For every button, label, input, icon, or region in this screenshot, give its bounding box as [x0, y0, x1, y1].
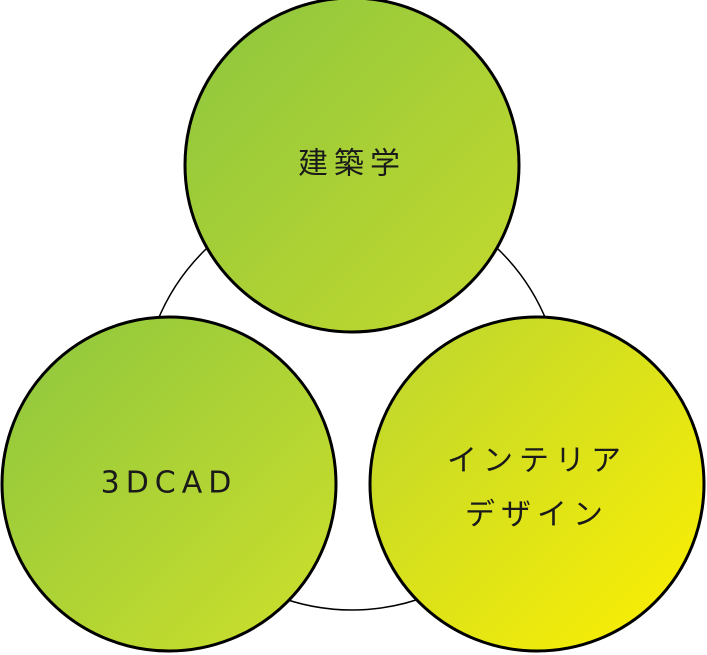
node-interior-design-label-line2: デザイン [465, 498, 609, 533]
node-3dcad-circle [0, 315, 338, 653]
node-architecture: 建築学 [183, 0, 521, 334]
node-architecture-circle [183, 0, 521, 334]
node-3dcad-label: 3DCAD [101, 466, 238, 501]
node-3dcad: 3DCAD [0, 315, 338, 653]
node-interior-design-circle [368, 315, 706, 653]
node-architecture-label: 建築学 [298, 147, 406, 182]
node-interior-design: インテリア デザイン [368, 315, 706, 653]
node-interior-design-label-line1: インテリア [447, 444, 627, 479]
